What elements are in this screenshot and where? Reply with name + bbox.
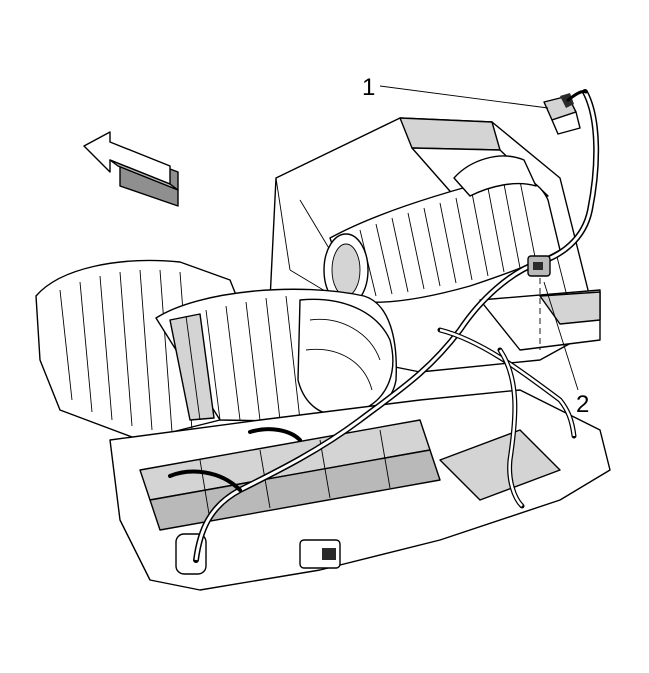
connector: [543, 90, 588, 135]
intake-duct: [323, 155, 561, 307]
callout-1-label: 1: [362, 74, 375, 101]
callout-2-label: 2: [576, 391, 589, 418]
callout-2-leader: [543, 281, 579, 391]
harness-clip: [527, 255, 551, 350]
wiring-harness: [168, 89, 600, 563]
front-direction-arrow-icon: [83, 131, 179, 207]
callout-1-leader: [379, 85, 549, 109]
